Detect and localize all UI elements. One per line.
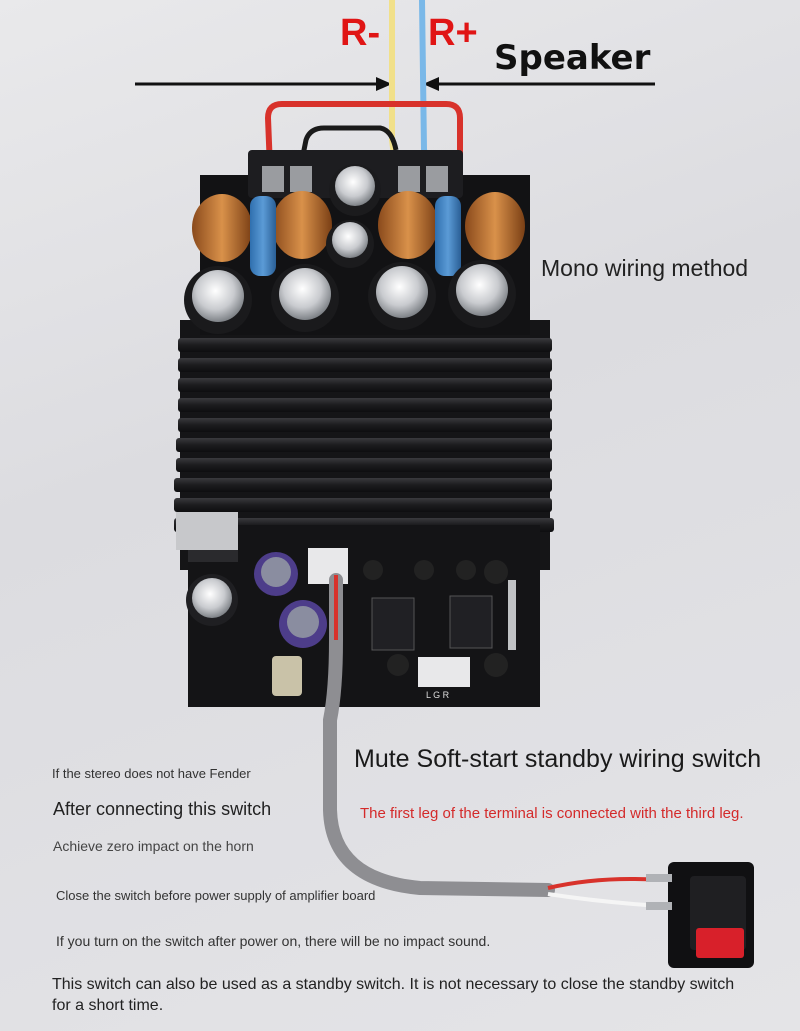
terminal-note: The first leg of the terminal is connect… xyxy=(360,805,744,822)
mono-wiring-label: Mono wiring method xyxy=(541,255,749,281)
note-no-fender: If the stereo does not have Fender xyxy=(52,766,251,781)
rocker-switch xyxy=(646,862,754,968)
note-close-before-power: Close the switch before power supply of … xyxy=(56,888,376,903)
note-turn-on-after: If you turn on the switch after power on… xyxy=(56,933,491,949)
mute-switch-title: Mute Soft-start standby wiring switch xyxy=(354,745,762,773)
speaker-arrows xyxy=(135,77,655,91)
output-stage xyxy=(184,150,530,335)
speaker-label: Speaker xyxy=(494,38,651,78)
r-minus-label: R- xyxy=(340,12,381,54)
input-pcb xyxy=(176,512,540,707)
note-zero-impact: Achieve zero impact on the horn xyxy=(53,838,254,854)
note-standby-use: This switch can also be used as a standb… xyxy=(52,976,735,1014)
r-plus-label: R+ xyxy=(428,12,478,54)
connector-pin-labels: L G R xyxy=(426,690,450,700)
note-after-connecting: After connecting this switch xyxy=(53,799,272,819)
